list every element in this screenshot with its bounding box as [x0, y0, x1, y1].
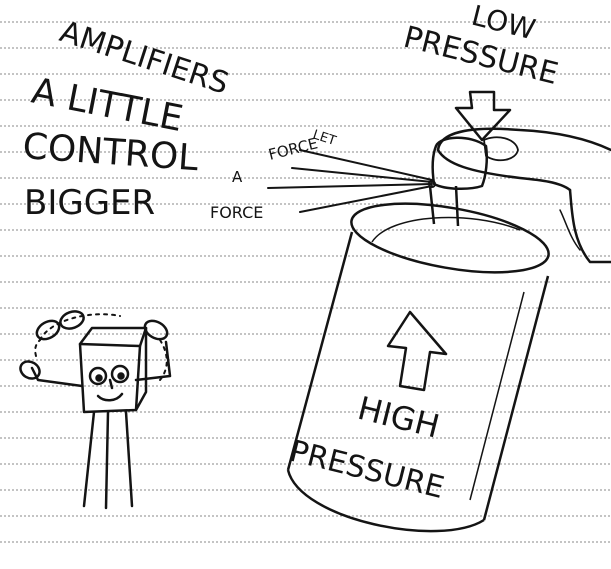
caption-word-force-1: FORCE: [267, 134, 320, 164]
up-arrow-icon: [388, 312, 446, 390]
high-pressure-label-line2: PRESSURE: [286, 434, 448, 506]
transistor-character-icon: [17, 308, 170, 508]
caption-word-force-2: FORCE: [210, 203, 263, 222]
finger-icon: [438, 129, 611, 262]
high-pressure-label-line1: HIGH: [354, 389, 443, 446]
caption-line-bigger: BIGGER: [24, 183, 155, 223]
caption-word-a: A: [232, 168, 243, 186]
down-arrow-icon: [456, 92, 510, 140]
